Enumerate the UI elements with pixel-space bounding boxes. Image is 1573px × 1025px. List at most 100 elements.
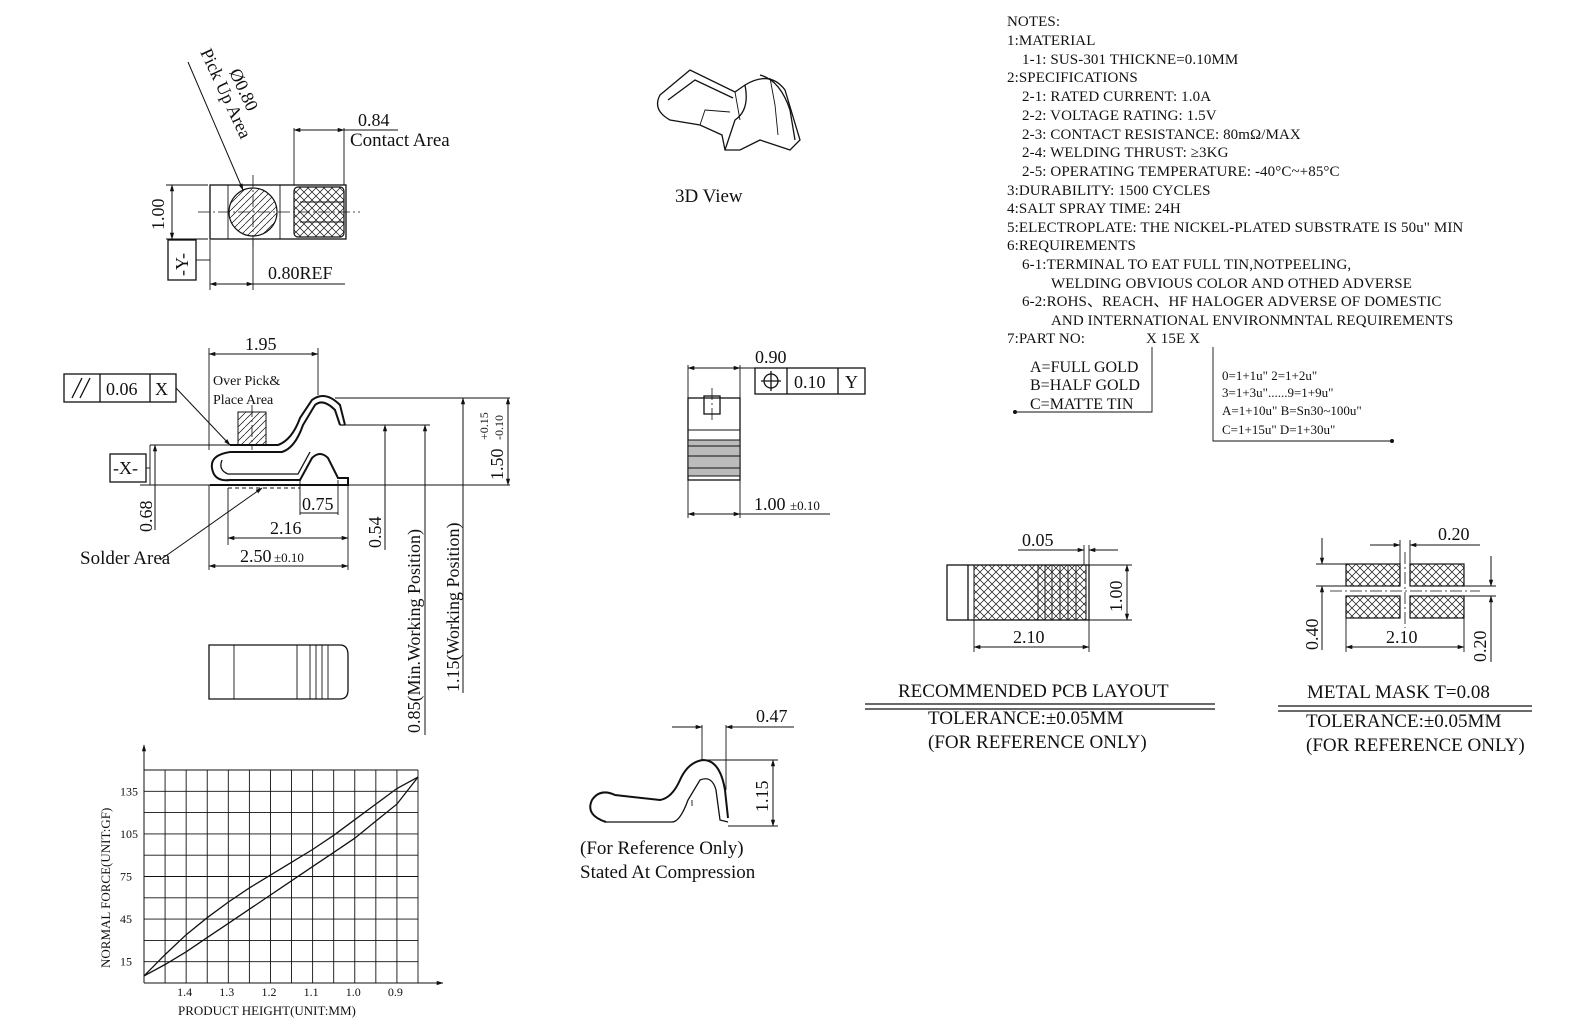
metal-mask: 0.20 0.40 2.10 0.20 METAL MASK T=0.08 TO…	[1278, 524, 1532, 756]
pos-datum: Y	[845, 372, 858, 392]
side-view: 1.95 0.06 X Over Pick& Place Area -X- 0.…	[63, 334, 511, 735]
notes-line: 7:PART NO:	[1007, 331, 1085, 347]
x-tick-label: 0.9	[388, 985, 403, 999]
notes-line: 5:ELECTROPLATE: THE NICKEL-PLATED SUBSTR…	[1007, 220, 1463, 236]
comp-dim-047: 0.47	[756, 706, 788, 726]
iso-view-label: 3D View	[675, 186, 743, 207]
place-area-label: Place Area	[213, 393, 274, 408]
notes-line: 1:MATERIAL	[1007, 33, 1096, 49]
y-tick-label: 45	[120, 912, 132, 926]
thickness-leader	[1212, 347, 1392, 442]
front-dim-100: 1.00	[754, 494, 786, 514]
y-tick-label: 15	[120, 955, 132, 969]
plating-option: C=MATTE TIN	[1030, 396, 1134, 413]
dim-250: 2.50	[240, 546, 272, 566]
datum-x: -X-	[113, 458, 138, 478]
x-tick-label: 1.1	[304, 985, 319, 999]
front-dim-100-tol: ±0.10	[790, 498, 820, 513]
comp-caption-2: Stated At Compression	[580, 862, 756, 883]
mask-title: METAL MASK T=0.08	[1307, 682, 1490, 703]
mask-dim-040: 0.40	[1302, 619, 1322, 651]
pcb-dim-100: 1.00	[1106, 581, 1126, 613]
comp-dim-115: 1.15	[752, 781, 772, 813]
plating-option: B=HALF GOLD	[1030, 377, 1140, 394]
dim-150: 1.50	[487, 449, 507, 481]
mask-dim-210: 2.10	[1386, 627, 1418, 647]
y-tick-label: 135	[120, 784, 138, 798]
part-no-code: X 15E X	[1146, 331, 1200, 347]
contact-area-label: Contact Area	[350, 130, 450, 151]
series-line	[143, 776, 419, 977]
len-dim: 1.95	[245, 334, 277, 354]
solder-label: Solder Area	[80, 548, 171, 569]
x-tick-label: 1.2	[261, 985, 276, 999]
y-tick-label: 105	[120, 827, 138, 841]
thickness-option: C=1+15u" D=1+30u"	[1222, 422, 1335, 437]
pcb-dim-210: 2.10	[1013, 627, 1045, 647]
front-dim-090: 0.90	[755, 347, 787, 367]
iso-view: 3D View	[656, 69, 801, 207]
notes-line: 6-1:TERMINAL TO EAT FULL TIN,NOTPEELING,	[1022, 257, 1351, 273]
top-view: Ø0.80 Pick Up Area 0.84 Contact Area 1.0…	[148, 45, 450, 290]
datum-y: -Y-	[172, 253, 192, 276]
mask-dim-020-side: 0.20	[1470, 631, 1490, 663]
over-pick-label: Over Pick&	[213, 374, 280, 389]
mask-tol: TOLERANCE:±0.05MM	[1306, 711, 1501, 732]
x-tick-label: 1.3	[219, 985, 234, 999]
part-no-leader	[1015, 347, 1153, 413]
notes-line: NOTES:	[1007, 14, 1060, 30]
thickness-option: A=1+10u" B=Sn30~100u"	[1222, 403, 1362, 418]
dim-216: 2.16	[270, 518, 302, 538]
notes-line: AND INTERNATIONAL ENVIRONMNTAL REQUIREME…	[1051, 313, 1453, 329]
notes-line: 2:SPECIFICATIONS	[1007, 70, 1138, 86]
dim-150-tol-up: +0.15	[477, 412, 491, 440]
notes-line: 2-4: WELDING THRUST: ≥3KG	[1022, 145, 1229, 161]
dim-054: 0.54	[365, 517, 385, 549]
height-dim: 1.00	[148, 199, 168, 231]
notes-block: NOTES: 1:MATERIAL 1-1: SUS-301 THICKNE=0…	[1007, 14, 1463, 443]
notes-line: 2-3: CONTACT RESISTANCE: 80mΩ/MAX	[1022, 127, 1301, 143]
dim-075: 0.75	[302, 494, 334, 514]
mask-dim-020-top: 0.20	[1438, 524, 1470, 544]
pcb-layout: 0.05 1.00 2.10 RECOMMENDED PCB LAYOUT TO…	[865, 530, 1215, 753]
contact-dim: 0.84	[358, 110, 390, 130]
notes-line: 6:REQUIREMENTS	[1007, 238, 1136, 254]
x-tick-label: 1.4	[177, 985, 192, 999]
plating-option: A=FULL GOLD	[1030, 359, 1138, 376]
thickness-option: 0=1+1u" 2=1+2u"	[1222, 368, 1317, 383]
mask-ref: (FOR REFERENCE ONLY)	[1306, 735, 1525, 756]
x-axis-label: PRODUCT HEIGHT(UNIT:MM)	[178, 1003, 356, 1018]
y-tick-label: 75	[120, 870, 132, 884]
series-line	[143, 776, 419, 977]
notes-line: 6-2:ROHS、REACH、HF HALOGER ADVERSE OF DOM…	[1022, 294, 1442, 310]
y-axis-label: NORMAL FORCE(UNIT:GF)	[98, 808, 113, 968]
notes-line: 2-2: VOLTAGE RATING: 1.5V	[1022, 108, 1217, 124]
pos-tol: 0.10	[794, 372, 826, 392]
pcb-dim-005: 0.05	[1022, 530, 1054, 550]
bottom-view	[208, 644, 349, 700]
notes-line: WELDING OBVIOUS COLOR AND OTHED ADVERSE	[1051, 276, 1412, 292]
notes-line: 2-5: OPERATING TEMPERATURE: -40°C~+85°C	[1022, 164, 1340, 180]
dim-250-tol: ±0.10	[274, 550, 304, 565]
ref-dim: 0.80REF	[268, 263, 333, 283]
compressed-view: 0.47 1.15 (For Reference Only) Stated At…	[580, 706, 794, 883]
comp-caption-1: (For Reference Only)	[580, 838, 744, 859]
notes-line: 3:DURABILITY: 1500 CYCLES	[1007, 183, 1211, 199]
dim-068: 0.68	[136, 501, 156, 533]
x-tick-label: 1.0	[346, 985, 361, 999]
dim-115: 1.15(Working Position)	[443, 522, 464, 692]
pcb-tol: TOLERANCE:±0.05MM	[928, 708, 1123, 729]
notes-line: 2-1: RATED CURRENT: 1.0A	[1022, 89, 1211, 105]
thickness-option: 3=1+3u"......9=1+9u"	[1222, 385, 1333, 400]
notes-line: 1-1: SUS-301 THICKNE=0.10MM	[1022, 52, 1238, 68]
notes-line: 4:SALT SPRAY TIME: 24H	[1007, 201, 1181, 217]
front-view: 0.90 0.10 Y 1.00 ±0.10	[687, 347, 866, 518]
parallel-tol: 0.06	[106, 379, 138, 399]
dim-085: 0.85(Min.Working Position)	[404, 529, 425, 733]
pcb-title: RECOMMENDED PCB LAYOUT	[898, 681, 1169, 702]
pcb-ref: (FOR REFERENCE ONLY)	[928, 732, 1147, 753]
parallel-datum: X	[155, 379, 168, 399]
dim-150-tol-dn: -0.10	[492, 415, 506, 440]
